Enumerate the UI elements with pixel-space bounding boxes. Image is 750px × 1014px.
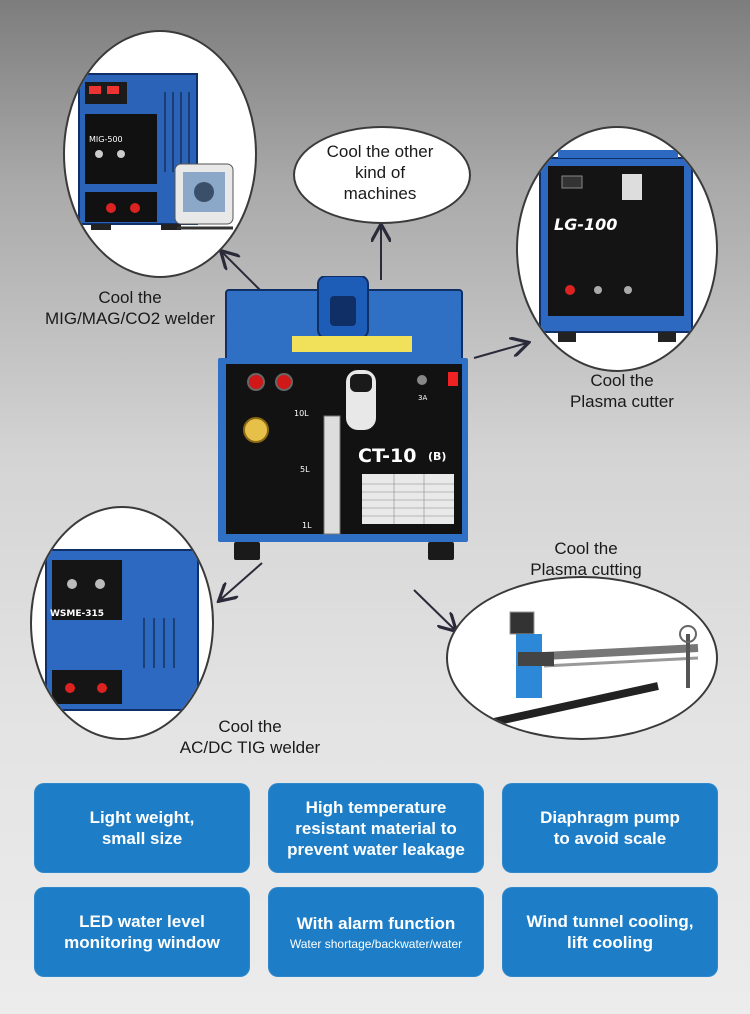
feature-subtitle: Water shortage/backwater/water xyxy=(289,936,463,951)
feature-alarm-function: With alarm function Water shortage/backw… xyxy=(268,887,484,977)
caption-other-line1: Cool the other xyxy=(326,142,434,161)
gauge-mark-1l: 1L xyxy=(302,521,312,530)
caption-tig-line2: AC/DC TIG welder xyxy=(179,738,321,757)
feature-title: With alarm function xyxy=(296,913,456,933)
caption-plasma-cutter-line2: Plasma cutter xyxy=(570,392,674,411)
caption-other-machines: Cool the other kind of machines xyxy=(293,141,467,204)
plasma-model-label: LG-100 xyxy=(554,215,617,234)
tig-welder-image: WSME-315 xyxy=(45,549,199,711)
gauge-mark-10l: 10L xyxy=(294,409,309,418)
caption-plasma-cutting: Cool the Plasma cutting xyxy=(496,538,676,580)
feature-diaphragm-pump: Diaphragm pump to avoid scale xyxy=(502,783,718,873)
caption-plasma-cutting-line2: Plasma cutting xyxy=(530,560,642,579)
caption-other-line3: machines xyxy=(343,184,417,203)
feature-light-weight: Light weight, small size xyxy=(34,783,250,873)
water-cooler-ct10: 3A 10L 5L 1L CT-10 (B) xyxy=(218,276,468,560)
arrow-to-plasma-cutter xyxy=(473,343,527,359)
caption-plasma-cutter: Cool the Plasma cutter xyxy=(532,370,712,412)
tig-welder-oval: WSME-315 xyxy=(30,506,214,740)
gauge-mark-5l: 5L xyxy=(300,465,310,474)
caption-mig: Cool the MIG/MAG/CO2 welder xyxy=(10,287,250,329)
plasma-cutting-image xyxy=(493,611,699,726)
caption-tig: Cool the AC/DC TIG welder xyxy=(150,716,350,758)
other-machines-oval xyxy=(293,126,471,224)
feature-title: Diaphragm pump to avoid scale xyxy=(540,808,680,848)
arrow-to-mig xyxy=(222,252,261,291)
caption-tig-line1: Cool the xyxy=(218,717,282,736)
feature-title: High temperature resistant material to p… xyxy=(287,797,465,859)
caption-plasma-cutter-line1: Cool the xyxy=(590,371,654,390)
feature-title: Wind tunnel cooling, lift cooling xyxy=(526,912,694,952)
plasma-cutter-oval: LG-100 xyxy=(516,126,718,372)
plasma-cutting-oval xyxy=(446,576,718,740)
caption-mig-line2: MIG/MAG/CO2 welder xyxy=(44,309,216,328)
caption-plasma-cutting-line1: Cool the xyxy=(554,539,618,558)
model-label: CT-10 xyxy=(358,445,416,467)
caption-other-line2: kind of xyxy=(354,163,406,182)
feature-title: LED water level monitoring window xyxy=(64,912,220,952)
arrow-to-plasma-cutting xyxy=(413,589,455,630)
tig-model-label: WSME-315 xyxy=(50,609,104,619)
arrow-to-tig xyxy=(220,562,263,600)
caption-mig-line1: Cool the xyxy=(98,288,162,307)
feature-title: Light weight, small size xyxy=(89,808,195,848)
plasma-cutter-image: LG-100 xyxy=(539,150,693,342)
feature-high-temp-material: High temperature resistant material to p… xyxy=(268,783,484,873)
mig-welder-oval: MIG-500 xyxy=(63,30,257,278)
mig-model-label: MIG-500 xyxy=(89,135,123,144)
fuse-label: 3A xyxy=(418,394,427,402)
feature-wind-tunnel-cooling: Wind tunnel cooling, lift cooling xyxy=(502,887,718,977)
feature-led-water-level: LED water level monitoring window xyxy=(34,887,250,977)
model-suffix: (B) xyxy=(428,450,446,463)
mig-welder-image: MIG-500 xyxy=(78,73,234,230)
